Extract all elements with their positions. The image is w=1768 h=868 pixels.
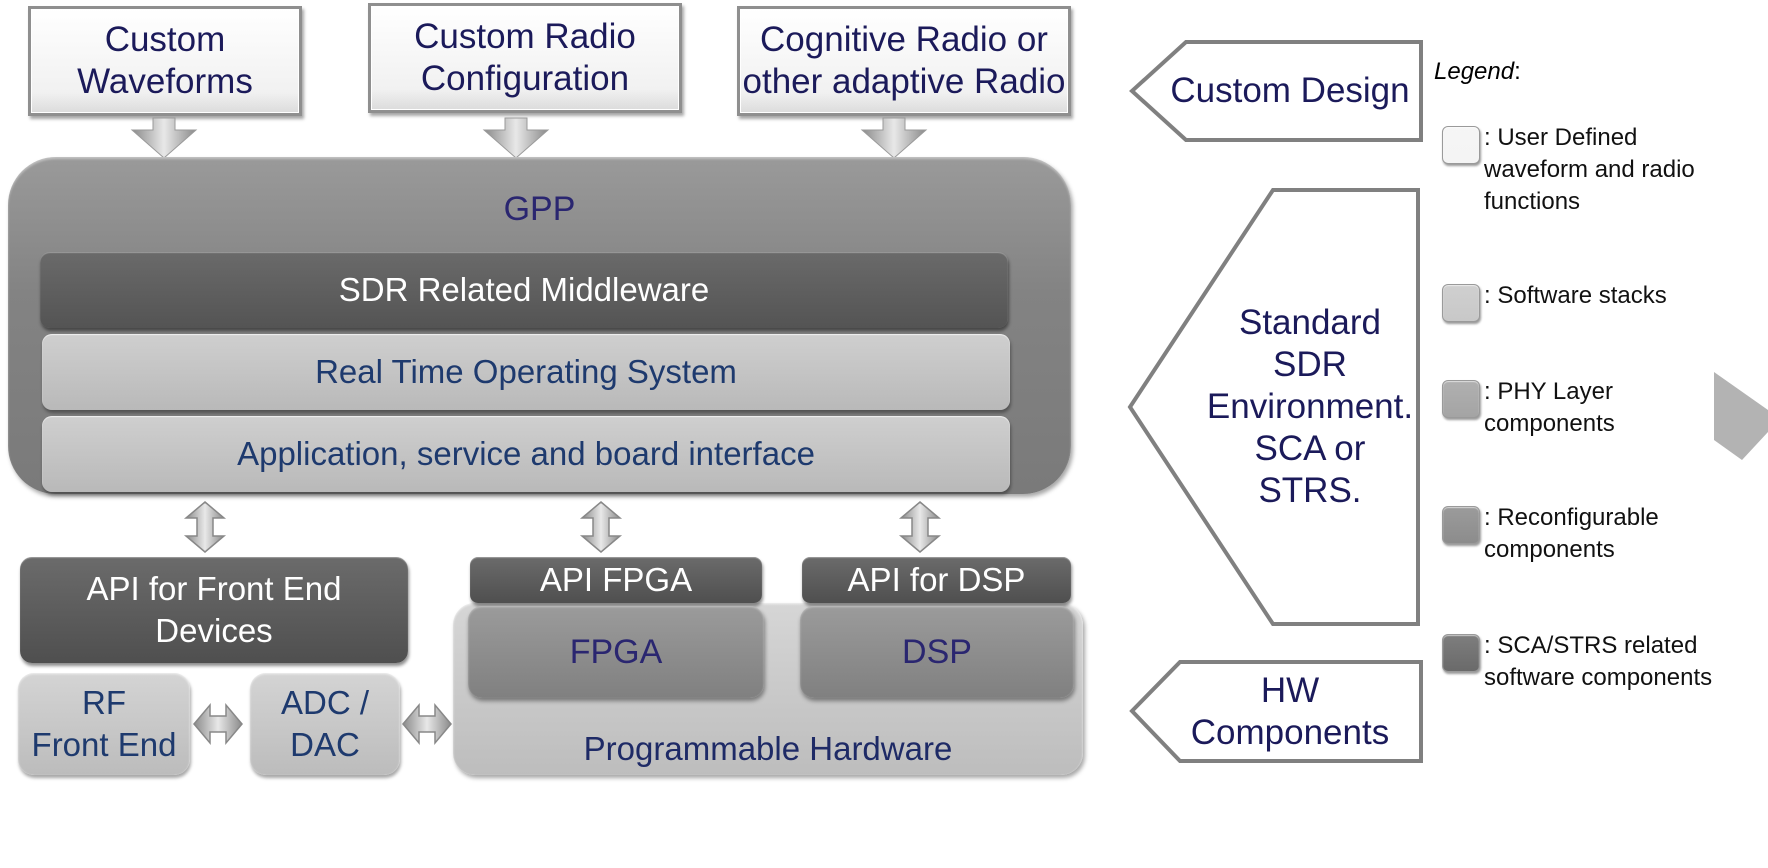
side-brackets (1127, 40, 1423, 763)
legend-item: : PHY Layer components (1442, 376, 1742, 440)
updown-arrow-icon (183, 501, 227, 553)
api-dsp-label: API for DSP (847, 561, 1026, 598)
legend-swatch-user-defined (1442, 126, 1480, 164)
app-interface-layer: Application, service and board interface (42, 416, 1010, 492)
custom-waveforms-line2: Waveforms (77, 62, 253, 101)
rf-line1: RF (81, 684, 126, 721)
hw-components-line2: Components (1190, 713, 1390, 752)
updown-arrow-icon (898, 501, 942, 553)
custom-design-arrow-shape (1129, 40, 1423, 142)
legend-label: : User Defined waveform and radio functi… (1484, 124, 1695, 215)
legend-swatch-sca-strs (1442, 634, 1480, 672)
legend-title-text: Legend (1434, 58, 1515, 85)
standard-env-line: SDR (1273, 345, 1347, 384)
custom-radio-config-line1: Custom Radio (414, 17, 636, 56)
app-interface-label: Application, service and board interface (237, 435, 815, 472)
rf-line2: Front End (31, 726, 177, 763)
down-arrow-icon (130, 117, 198, 159)
adc-line2: DAC (290, 726, 360, 763)
leftright-arrow-icon (193, 702, 243, 746)
edge-shape-fragment (1714, 372, 1768, 460)
updown-arrow-icon (579, 501, 623, 553)
adc-line1: ADC / (280, 684, 369, 721)
legend-item: : Software stacks (1442, 280, 1742, 322)
custom-radio-config-box: Custom Radio Configuration (368, 3, 682, 113)
legend-label: : Software stacks (1484, 282, 1667, 309)
legend-swatch-software-stacks (1442, 284, 1480, 322)
programmable-hardware-title: Programmable Hardware (583, 730, 953, 767)
cognitive-radio-line1: Cognitive Radio or (760, 20, 1048, 59)
api-front-end-box: API for Front End Devices (20, 557, 408, 663)
rtos-layer: Real Time Operating System (42, 334, 1010, 410)
api-front-end-line2: Devices (155, 612, 273, 649)
standard-env-line: Standard (1238, 303, 1382, 342)
horizontal-connectors (193, 702, 452, 746)
dsp-box: DSP (800, 606, 1074, 698)
vertical-connectors (183, 501, 942, 553)
legend-title: Legend: (1434, 58, 1521, 85)
legend-swatch-phy-layer (1442, 380, 1480, 418)
custom-design-label: Custom Design (1170, 71, 1410, 110)
sdr-middleware-layer: SDR Related Middleware (40, 252, 1008, 328)
api-dsp-box: API for DSP (802, 557, 1071, 603)
standard-env-line: Environment. (1206, 387, 1414, 426)
rf-front-end-box: RF Front End (18, 673, 190, 775)
custom-radio-config-line2: Configuration (420, 59, 630, 98)
leftright-arrow-icon (402, 702, 452, 746)
api-fpga-label: API FPGA (539, 561, 693, 598)
standard-env-label: Standard SDR Environment. SCA or STRS. (1190, 302, 1430, 512)
cognitive-radio-line2: other adaptive Radio (742, 62, 1066, 101)
fpga-box: FPGA (468, 606, 764, 698)
rtos-label: Real Time Operating System (315, 353, 737, 390)
custom-waveforms-box: Custom Waveforms (28, 6, 302, 116)
gpp-title: GPP (503, 190, 576, 228)
dsp-label: DSP (902, 632, 972, 671)
down-arrow-icon (482, 117, 550, 159)
legend-item: : Reconfigurable components (1442, 502, 1742, 566)
api-fpga-box: API FPGA (470, 557, 762, 603)
fpga-label: FPGA (569, 632, 663, 671)
legend-item: : User Defined waveform and radio functi… (1442, 122, 1742, 218)
legend-label: : SCA/STRS related software components (1484, 632, 1713, 691)
api-front-end-line1: API for Front End (86, 570, 342, 607)
down-arrow-icon (860, 117, 928, 159)
legend-item: : SCA/STRS related software components (1442, 630, 1742, 694)
standard-env-line: STRS. (1258, 471, 1362, 510)
standard-env-arrow-shape (1127, 188, 1420, 626)
custom-waveforms-line1: Custom (104, 20, 226, 59)
sdr-middleware-label: SDR Related Middleware (338, 271, 710, 308)
standard-env-line: SCA or (1254, 429, 1366, 468)
legend-label: : PHY Layer components (1484, 378, 1615, 437)
hw-components-line1: HW (1260, 671, 1320, 710)
down-arrows (130, 117, 928, 159)
legend-swatch-reconfigurable (1442, 506, 1480, 544)
adc-dac-box: ADC / DAC (250, 673, 400, 775)
hw-components-arrow-shape (1129, 660, 1423, 763)
legend-label: : Reconfigurable components (1484, 504, 1659, 563)
hw-components-label: HW Components (1165, 670, 1415, 754)
cognitive-radio-box: Cognitive Radio or other adaptive Radio (737, 6, 1071, 116)
